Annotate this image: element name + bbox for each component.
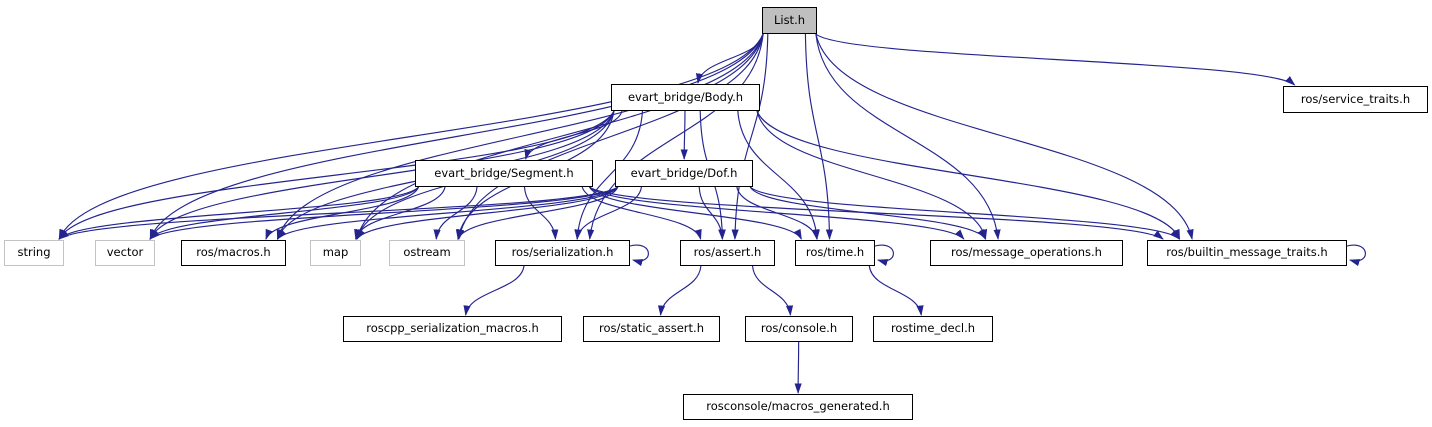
graph-node-dof_h[interactable]: evart_bridge/Dof.h	[615, 160, 753, 187]
edge-dof_h-builtin	[749, 186, 1181, 240]
edge-list_h-macros	[276, 33, 764, 240]
edge-dof_h-assert	[698, 186, 726, 240]
edge-dof_h-serialization	[574, 186, 643, 240]
edge-list_h-serialization	[587, 33, 764, 240]
graph-node-segment_h[interactable]: evart_bridge/Segment.h	[415, 160, 593, 187]
edge-body_h-serialization	[574, 110, 644, 240]
graph-node-list_h: List.h	[762, 7, 817, 34]
edge-list_h-map	[355, 33, 764, 240]
edge-dof_h-ostream	[457, 186, 619, 240]
edge-serialization-roscpp_macros	[463, 265, 525, 316]
graph-node-vector: vector	[95, 240, 155, 266]
edge-body_h-builtin	[756, 110, 1181, 240]
edge-dof_h-message_ops	[749, 186, 986, 240]
edge-list_h-service_traits	[815, 33, 1296, 86]
edge-list_h-assert	[731, 33, 769, 240]
edge-segment_h-ostream	[433, 186, 478, 240]
edge-list_h-time	[804, 33, 834, 240]
edge-list_h-ostream	[457, 33, 764, 240]
graph-node-time[interactable]: ros/time.h	[795, 240, 875, 266]
edge-assert-static_assert	[657, 265, 702, 316]
edge-assert-console	[751, 265, 794, 316]
edge-body_h-string	[58, 110, 615, 240]
edge-dof_h-time	[736, 186, 819, 240]
edge-list_h-vector	[149, 33, 764, 240]
graph-node-body_h[interactable]: evart_bridge/Body.h	[611, 84, 760, 111]
edge-time-rostime_decl	[868, 265, 924, 316]
edge-body_h-message_ops	[756, 110, 988, 240]
edge-list_h-message_ops	[815, 33, 1001, 240]
edge-dof_h-vector	[149, 186, 619, 240]
graph-node-string: string	[4, 240, 64, 266]
edge-body_h-time	[737, 110, 820, 240]
graph-node-roscpp_macros[interactable]: roscpp_serialization_macros.h	[343, 316, 562, 342]
edge-dof_h-map	[356, 186, 619, 240]
edge-body_h-dof_h	[680, 110, 688, 160]
graph-node-rosconsole_macros[interactable]: rosconsole/macros_generated.h	[683, 394, 913, 420]
graph-node-assert[interactable]: ros/assert.h	[680, 240, 775, 266]
edge-body_h-vector	[149, 110, 615, 240]
graph-node-serialization[interactable]: ros/serialization.h	[495, 240, 630, 266]
graph-node-macros[interactable]: ros/macros.h	[181, 240, 286, 266]
edge-segment_h-string	[58, 186, 419, 240]
graph-node-ostream: ostream	[389, 240, 465, 266]
self-loop-edge-serialization	[629, 244, 649, 267]
graph-node-service_traits[interactable]: ros/service_traits.h	[1283, 86, 1428, 113]
edge-segment_h-builtin	[589, 186, 1164, 240]
graph-node-rostime_decl[interactable]: rostime_decl.h	[873, 316, 993, 342]
edge-list_h-string	[58, 33, 764, 240]
graph-node-message_ops[interactable]: ros/message_operations.h	[930, 240, 1123, 266]
edge-console-rosconsole_macros	[794, 341, 802, 394]
graph-node-static_assert[interactable]: ros/static_assert.h	[583, 316, 720, 342]
edge-list_h-builtin	[815, 33, 1194, 240]
graph-node-builtin[interactable]: ros/builtin_message_traits.h	[1147, 240, 1347, 266]
edge-segment_h-vector	[149, 186, 420, 240]
edge-dof_h-string	[58, 186, 619, 240]
graph-node-map: map	[310, 240, 361, 266]
self-loop-edge-builtin	[1346, 244, 1366, 267]
self-loop-edge-time	[874, 244, 894, 267]
edge-dof_h-macros	[276, 186, 619, 240]
graph-node-console[interactable]: ros/console.h	[745, 316, 853, 342]
